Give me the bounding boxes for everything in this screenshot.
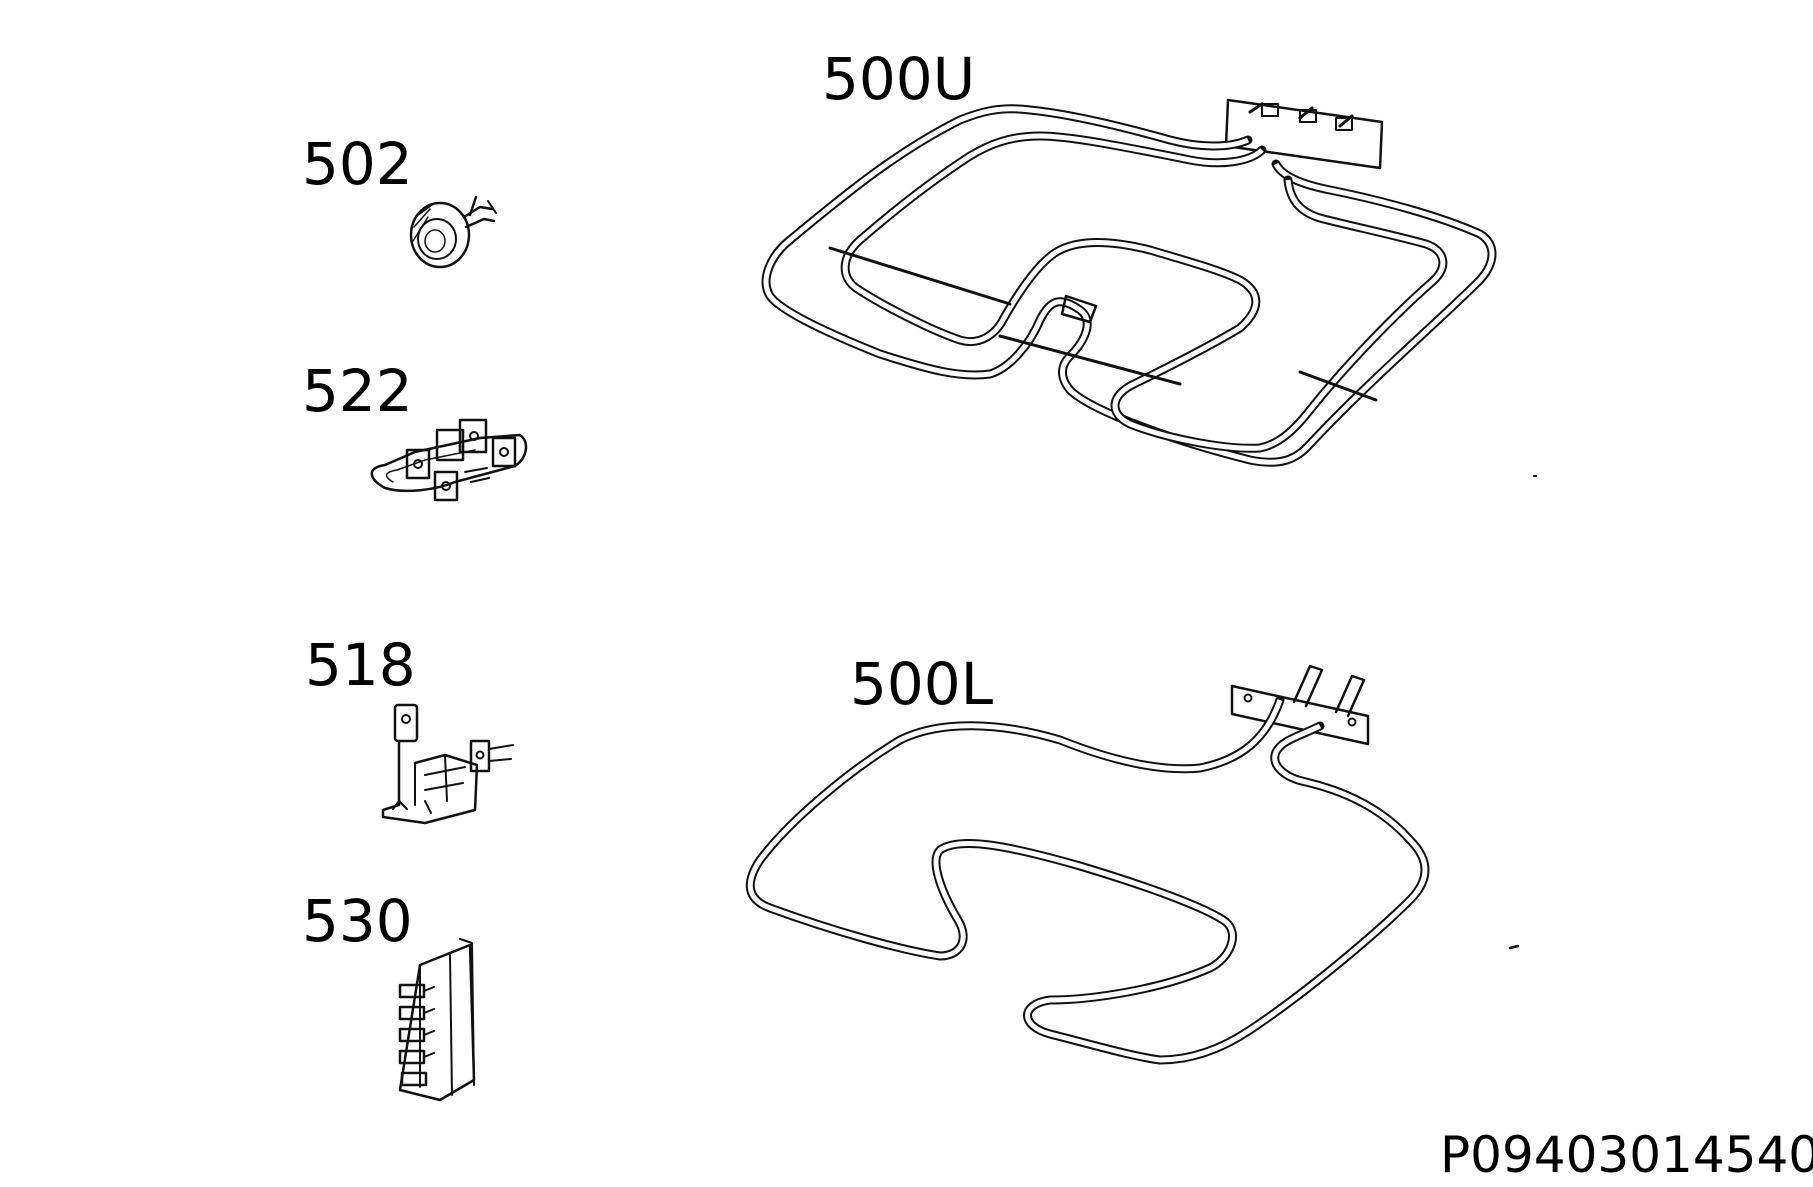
label-500u: 500U (822, 45, 976, 113)
label-502: 502 (302, 130, 413, 198)
part-502-thermostat-illustration (409, 195, 497, 269)
label-530: 530 (302, 887, 413, 955)
part-522-terminal-illustration (370, 418, 528, 502)
part-530-terminal-strip-illustration (398, 938, 476, 1102)
label-518: 518 (305, 631, 416, 699)
label-522: 522 (302, 357, 413, 425)
part-518-switch-illustration (381, 703, 514, 825)
drawing-reference-number: P09403014540 (1440, 1126, 1813, 1184)
part-500u-upper-heater-illustration (761, 98, 1497, 467)
part-500l-lower-heater-illustration (745, 664, 1430, 1065)
label-500l: 500L (850, 650, 994, 718)
